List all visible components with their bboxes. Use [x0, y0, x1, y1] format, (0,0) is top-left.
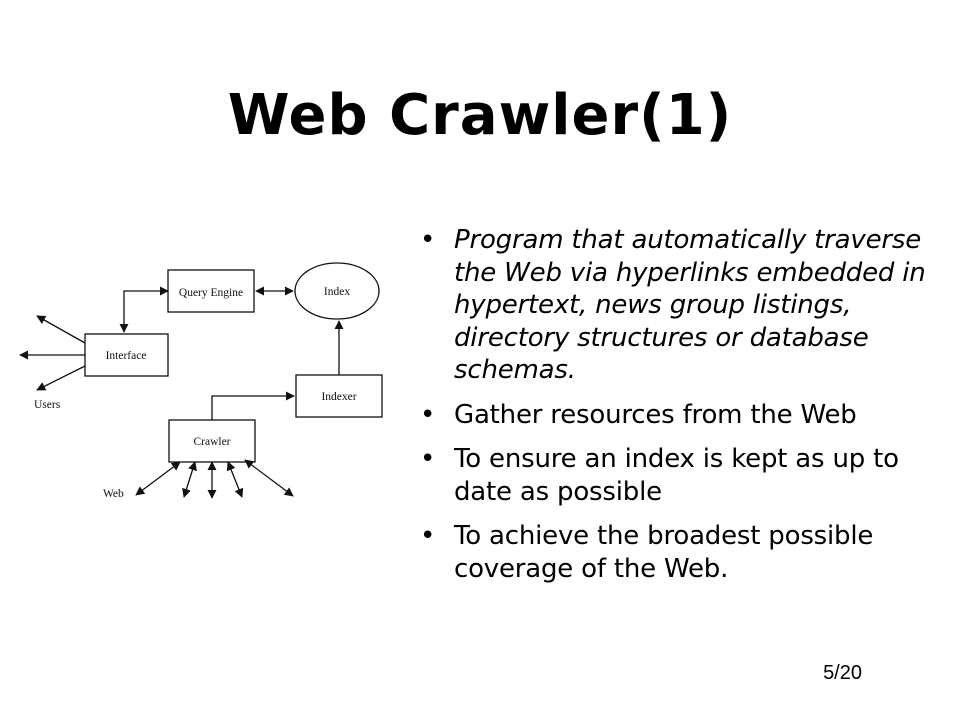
query-engine-label: Query Engine	[179, 287, 243, 299]
query-engine-node: Query Engine	[167, 269, 255, 313]
bullet-dot: •	[420, 399, 436, 430]
index-node: Index	[294, 262, 380, 320]
web-label: Web	[103, 488, 124, 500]
bullet-list: • Program that automatically traverse th…	[420, 224, 940, 597]
bullet-item: • To ensure an index is kept as up to da…	[420, 443, 940, 508]
arrow-crawler-indexer	[211, 391, 295, 420]
bullet-text: To ensure an index is kept as up to date…	[454, 444, 899, 507]
bullet-text: To achieve the broadest possible coverag…	[454, 521, 874, 584]
bullet-dot: •	[420, 521, 436, 551]
interface-label: Interface	[106, 350, 147, 362]
indexer-node: Indexer	[295, 374, 383, 418]
crawler-label: Crawler	[193, 436, 230, 448]
indexer-label: Indexer	[321, 391, 356, 403]
users-arrows	[19, 315, 86, 391]
users-label: Users	[34, 399, 61, 411]
crawler-node: Crawler	[168, 419, 256, 463]
bullet-text: Gather resources from the Web	[454, 399, 857, 430]
arrow-query-engine-interface	[119, 286, 169, 333]
bullet-item: • Program that automatically traverse th…	[420, 224, 940, 387]
bullet-item: • To achieve the broadest possible cover…	[420, 520, 940, 585]
slide-title: Web Crawler(1)	[227, 83, 733, 148]
bullet-item: • Gather resources from the Web	[420, 399, 940, 432]
bullet-dot: •	[420, 444, 436, 474]
web-arrows	[135, 459, 294, 499]
page-number: 5/20	[823, 662, 862, 684]
bullet-dot: •	[420, 225, 436, 255]
index-label: Index	[324, 286, 350, 298]
interface-node: Interface	[84, 333, 169, 377]
bullet-text: Program that automatically traverse the …	[454, 225, 926, 385]
